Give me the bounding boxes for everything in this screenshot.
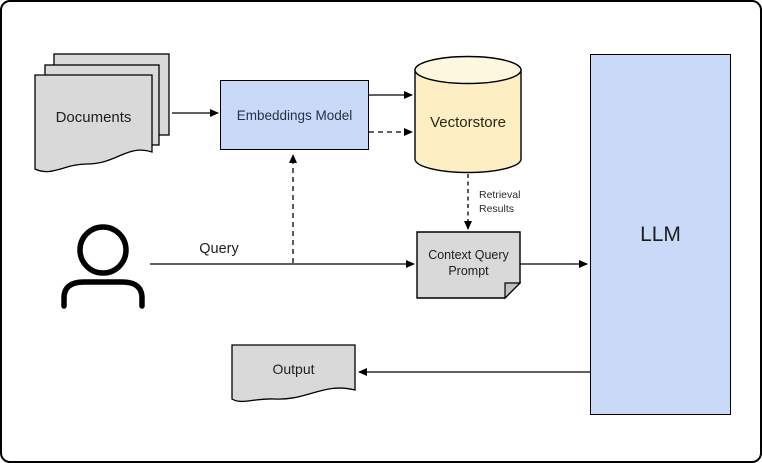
- context-query-prompt-node: [416, 231, 522, 300]
- documents-label: Documents: [55, 108, 132, 126]
- embeddings-model-node: Embeddings Model: [220, 80, 369, 150]
- output-node: [231, 344, 356, 403]
- query-edge-label: Query: [199, 241, 239, 257]
- llm-label: LLM: [640, 222, 681, 246]
- retrieval-results-edge-label: Retrieval Results: [479, 189, 521, 216]
- embeddings-model-label: Embeddings Model: [236, 107, 353, 123]
- vectorstore-cylinder-body: [414, 69, 522, 174]
- documents-node: [34, 53, 170, 173]
- llm-node: LLM: [590, 54, 731, 415]
- context-note-fold: [504, 282, 522, 300]
- person-icon: [61, 224, 145, 309]
- output-label: Output: [272, 361, 315, 377]
- person-head: [77, 224, 129, 276]
- person-shoulders: [61, 279, 145, 309]
- vectorstore-cylinder-top: [414, 55, 522, 85]
- vectorstore-label: Vectorstore: [430, 113, 506, 131]
- documents-front-sheet: [34, 74, 153, 173]
- vectorstore-node: [414, 55, 522, 174]
- context-query-prompt-label: Context Query Prompt: [428, 247, 509, 278]
